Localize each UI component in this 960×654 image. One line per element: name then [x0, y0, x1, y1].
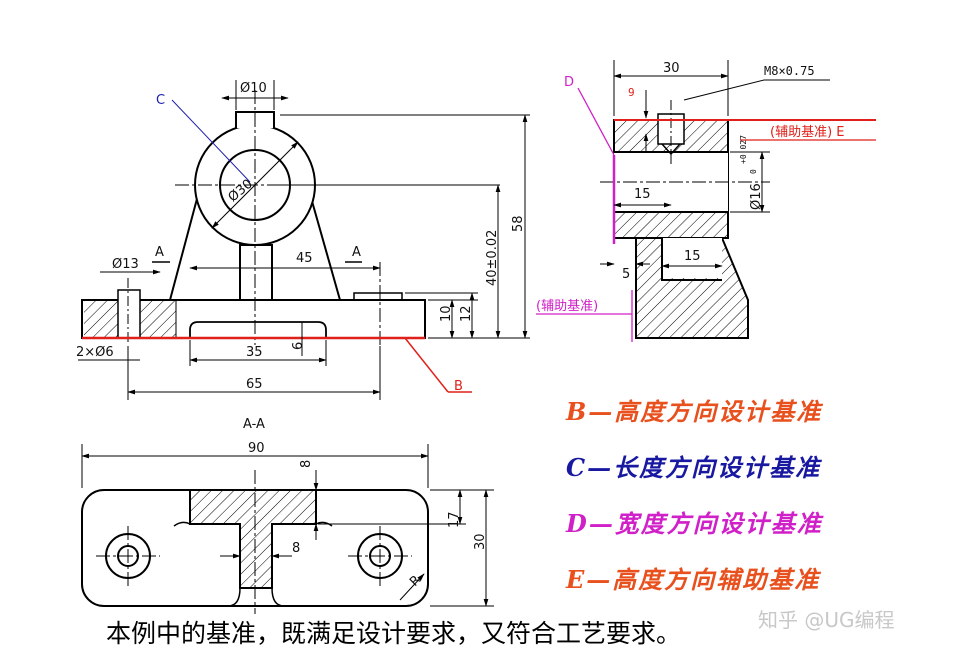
datum-D-label: D: [564, 75, 574, 90]
legend-letter: B: [566, 397, 589, 426]
section-mark-right: A: [352, 245, 361, 260]
side-dim-30: 30: [663, 61, 680, 76]
side-dim-15b: 15: [684, 249, 701, 264]
front-view: [81, 90, 426, 345]
dim-65: 65: [246, 377, 263, 392]
side-dim-5: 5: [622, 267, 630, 282]
legend-letter: E: [566, 565, 587, 594]
tol-upper: +0.027: [739, 135, 748, 164]
thread-spec: M8×0.75: [764, 64, 815, 78]
tol-lower: 0: [749, 169, 758, 174]
dim-phi10: Ø10: [240, 81, 267, 96]
legend-text: 宽度方向设计基准: [614, 509, 823, 538]
aux-datum-label: (辅助基准): [536, 299, 598, 314]
legend-letter: C: [566, 453, 588, 482]
legend-item-D: D—宽度方向设计基准: [566, 504, 823, 539]
section-mark-left: A: [155, 245, 164, 260]
side-dim-phi16: Ø16: [749, 183, 764, 210]
top-dim-17: 17: [447, 511, 462, 528]
legend-item-B: B—高度方向设计基准: [566, 392, 822, 427]
dim-58: 58: [511, 215, 526, 232]
legend-text: 高度方向辅助基准: [612, 565, 821, 594]
dim-35: 35: [246, 345, 263, 360]
top-dim-90: 90: [248, 441, 265, 456]
base-cutout: [189, 321, 327, 338]
legend-text: 长度方向设计基准: [613, 453, 822, 482]
watermark: 知乎 @UG编程: [758, 608, 895, 632]
section-title: A-A: [243, 417, 265, 432]
dim-10: 10: [439, 305, 454, 322]
top-dim-8b: 8: [292, 541, 300, 556]
side-dim-9: 9: [628, 86, 635, 99]
top-view: [81, 470, 429, 614]
dim-45: 45: [296, 251, 313, 266]
top-radius: R: [407, 573, 424, 590]
top-dim-30: 30: [473, 533, 488, 550]
legend-dash: —: [588, 397, 615, 426]
datum-B-label: B: [454, 379, 463, 394]
top-dim-8a: 8: [299, 460, 314, 468]
side-view: [600, 100, 770, 339]
legend-dash: —: [586, 565, 613, 594]
dim-12: 12: [459, 305, 474, 322]
side-dim-15a: 15: [634, 187, 651, 202]
dim-40-tol: 40±0.02: [485, 230, 500, 286]
legend-item-E: E—高度方向辅助基准: [566, 560, 820, 595]
legend-dash: —: [587, 453, 614, 482]
legend-item-C: C—长度方向设计基准: [566, 448, 821, 483]
legend-text: 高度方向设计基准: [614, 397, 823, 426]
base-hole: [117, 289, 141, 339]
aux-datum-E-label: (辅助基准) E: [770, 125, 845, 140]
legend-dash: —: [588, 509, 615, 538]
dim-phi13: Ø13: [112, 257, 139, 272]
caption: 本例中的基准，既满足设计要求，又符合工艺要求。: [106, 619, 682, 648]
datum-C-label: C: [156, 93, 165, 108]
dim-6: 6: [291, 342, 306, 350]
legend-letter: D: [566, 509, 589, 538]
dim-2x-phi6: 2×Ø6: [76, 345, 114, 360]
